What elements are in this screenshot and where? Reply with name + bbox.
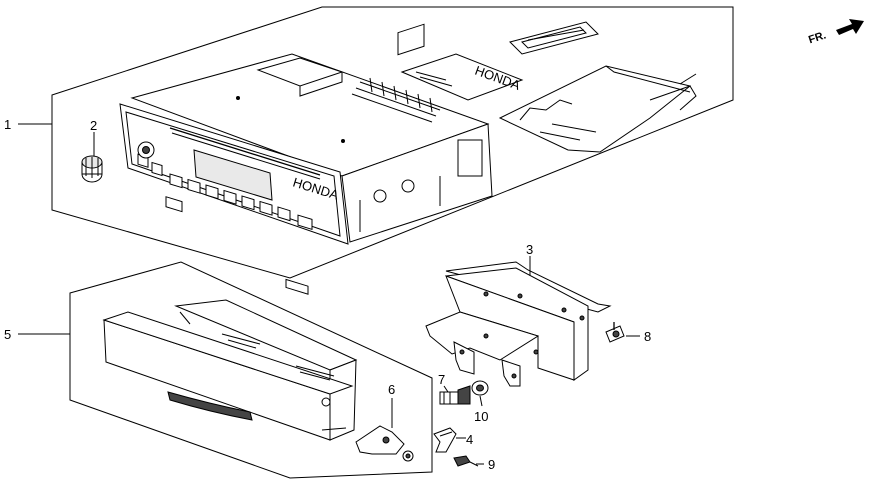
pocket-stopper bbox=[355, 425, 414, 462]
clip-4 bbox=[433, 427, 457, 453]
audio-unit: HONDA bbox=[119, 23, 493, 295]
front-direction-indicator: FR. bbox=[807, 19, 864, 46]
plastic-bag bbox=[498, 65, 697, 153]
callout-2: 2 bbox=[90, 118, 97, 133]
rear-connector-box bbox=[457, 139, 483, 177]
tape-door bbox=[285, 278, 309, 295]
grommet-10 bbox=[471, 380, 489, 396]
callout-1: 1 bbox=[4, 117, 11, 132]
screw-9 bbox=[453, 455, 479, 467]
cassette-slot bbox=[169, 127, 321, 176]
callout-labels: 1 2 3 4 5 6 7 8 9 10 bbox=[4, 117, 651, 472]
callout-9: 9 bbox=[488, 457, 495, 472]
callout-5: 5 bbox=[4, 327, 11, 342]
bracket-group-frame bbox=[445, 261, 612, 313]
side-bracket bbox=[397, 23, 425, 56]
pocket-group-frame bbox=[69, 261, 433, 479]
callout-6: 6 bbox=[388, 382, 395, 397]
callout-10: 10 bbox=[474, 409, 488, 424]
callout-7: 7 bbox=[438, 372, 445, 387]
pocket-handle bbox=[167, 391, 253, 421]
screw-8 bbox=[605, 322, 625, 343]
callout-8: 8 bbox=[644, 329, 651, 344]
coin-pocket bbox=[102, 299, 358, 441]
mode-button bbox=[165, 196, 183, 213]
side-mount-hole bbox=[373, 189, 387, 203]
preset-buttons bbox=[169, 173, 313, 231]
mounting-bracket bbox=[425, 267, 589, 387]
leader-lines bbox=[18, 123, 640, 465]
knob-part bbox=[81, 155, 103, 183]
heat-sink-fins bbox=[351, 77, 441, 123]
front-arrow-icon bbox=[836, 19, 864, 35]
audio-unit-side-panel bbox=[341, 123, 493, 243]
audio-unit-group-frame bbox=[51, 6, 734, 279]
callout-4: 4 bbox=[466, 432, 473, 447]
owners-manual: HONDA bbox=[400, 53, 524, 101]
bolt-7 bbox=[439, 385, 471, 405]
label-sheet bbox=[509, 21, 599, 55]
display-window bbox=[193, 149, 273, 201]
callout-3: 3 bbox=[526, 242, 533, 257]
front-label: FR. bbox=[807, 29, 828, 46]
